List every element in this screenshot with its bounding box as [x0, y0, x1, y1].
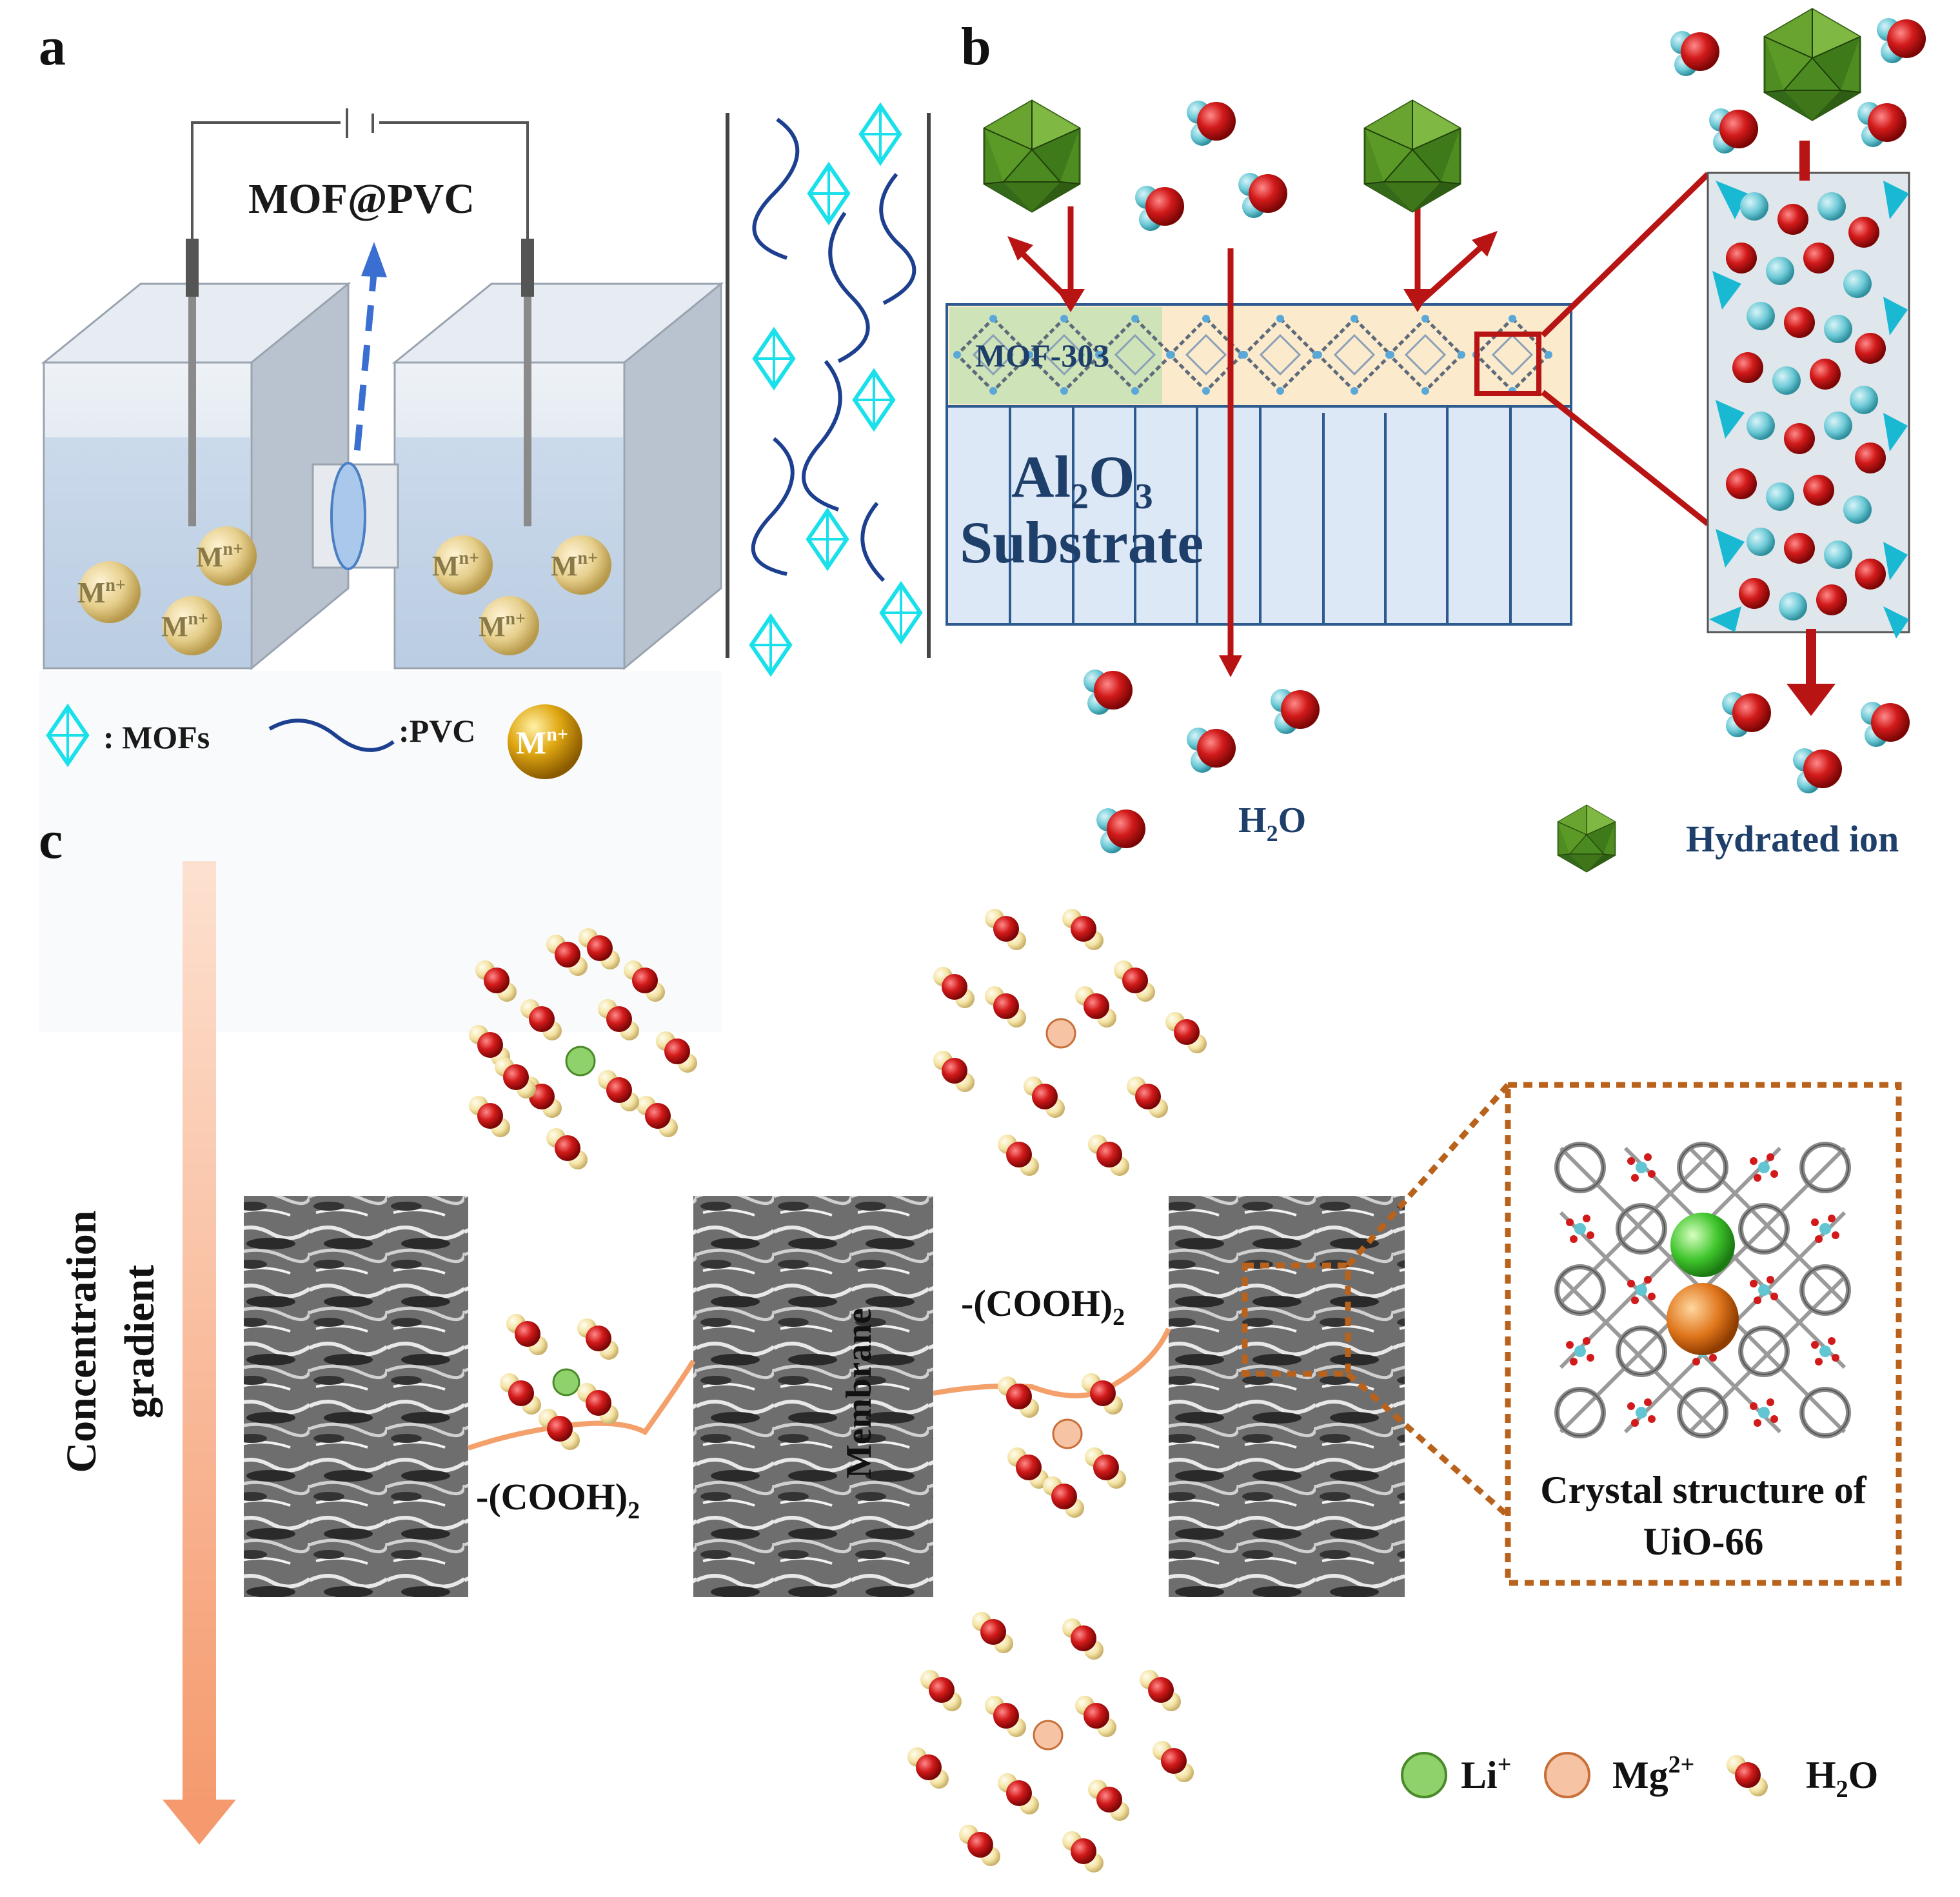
li-legend-icon	[1401, 1752, 1447, 1798]
mof-303-label: MOF-303	[975, 337, 1109, 373]
ion-spheres	[79, 526, 611, 655]
gradient-label-line2: gradient	[116, 1265, 163, 1418]
svg-text:Mn+: Mn+	[77, 575, 126, 609]
panel-c-legend: Li+ Mg2+ H2O	[1401, 1751, 1878, 1803]
hydrated-ion-legend-icon	[1557, 804, 1616, 873]
svg-text:Mn+: Mn+	[479, 609, 526, 642]
mg-hydration-cluster-bottom	[907, 1612, 1194, 1872]
flow-arrows	[1007, 172, 1710, 677]
uio-66-zoom	[1242, 1082, 1902, 1586]
sem-image-2	[693, 1196, 933, 1597]
hydrated-ion-icon	[983, 99, 1081, 213]
panel-a-label: a	[39, 17, 66, 77]
panel-c: c Concentration gradient -(COOH)2 -(COOH…	[39, 810, 1902, 1872]
li-legend-label: Li+	[1461, 1751, 1511, 1796]
pvc-legend-label: :PVC	[399, 713, 475, 749]
right-tank	[391, 281, 724, 671]
li-hydration-cluster	[469, 928, 697, 1169]
sem-image-1	[244, 1196, 468, 1597]
membrane-tube	[312, 462, 399, 570]
mg-legend-icon	[1544, 1752, 1590, 1798]
alumina-substrate	[945, 405, 1572, 626]
ion-legend-icon	[508, 704, 582, 779]
mof-303-layer: MOF-303	[945, 303, 1572, 408]
crystal-label-line2: UiO-66	[1643, 1520, 1764, 1563]
gradient-label-line1: Concentration	[58, 1211, 105, 1473]
crystal-label-line1: Crystal structure of	[1540, 1469, 1866, 1511]
circuit-wire	[191, 108, 529, 239]
hydrated-ion-icon	[1763, 8, 1861, 121]
li-cluster-membrane	[500, 1314, 619, 1450]
ion-legend-label: Mn+	[516, 724, 568, 760]
panel-a: a MOF@PVC	[39, 17, 931, 1032]
panel-b-label: b	[961, 17, 991, 77]
svg-text:Mn+: Mn+	[551, 548, 598, 582]
substrate-label: Substrate	[960, 510, 1203, 575]
electrode-left	[186, 239, 199, 526]
ion-labels: Mn+ Mn+ Mn+ Mn+ Mn+ Mn+	[77, 539, 598, 642]
hydrated-ion-icon	[1363, 99, 1461, 213]
mg-legend-label: Mg2+	[1612, 1751, 1694, 1796]
hydrated-ion-label: Hydrated ion	[1686, 818, 1899, 860]
electrode-right	[521, 239, 534, 526]
cooh-label-1: -(COOH)2	[476, 1476, 640, 1524]
mof-pvc-schematic	[726, 106, 931, 673]
sem-image-3	[1169, 1196, 1405, 1597]
substrate-formula: Al2O3	[1011, 444, 1153, 517]
svg-text:Mn+: Mn+	[196, 539, 243, 573]
panel-c-label: c	[39, 810, 63, 870]
panel-b: b MOF-303 Al2O3	[945, 8, 1926, 873]
pvc-legend-icon	[268, 719, 395, 752]
water-label: H2O	[1238, 800, 1306, 846]
mofs-legend-label: : MOFs	[103, 719, 210, 755]
mg-cluster-membrane	[998, 1373, 1126, 1518]
tank-reflection	[39, 671, 722, 1032]
svg-text:Mn+: Mn+	[432, 548, 479, 582]
panel-a-legend: : MOFs :PVC Mn+	[48, 704, 582, 779]
gradient-arrow-icon	[163, 861, 236, 1845]
mof-pvc-title: MOF@PVC	[248, 175, 475, 223]
zoom-box	[1474, 332, 1541, 396]
uio-66-crystal	[1557, 1144, 1848, 1436]
water-legend-label-c: H2O	[1806, 1754, 1878, 1803]
svg-text:Mn+: Mn+	[161, 609, 208, 642]
mg-hydration-cluster	[933, 909, 1207, 1176]
cooh-label-2: -(COOH)2	[961, 1282, 1125, 1331]
water-legend-icon-c	[1727, 1755, 1768, 1796]
dashed-arrow-icon	[350, 242, 387, 491]
membrane-label: Membrane	[839, 1308, 879, 1478]
water-legend-icon	[1096, 808, 1145, 853]
pore-structure	[1707, 141, 1910, 716]
